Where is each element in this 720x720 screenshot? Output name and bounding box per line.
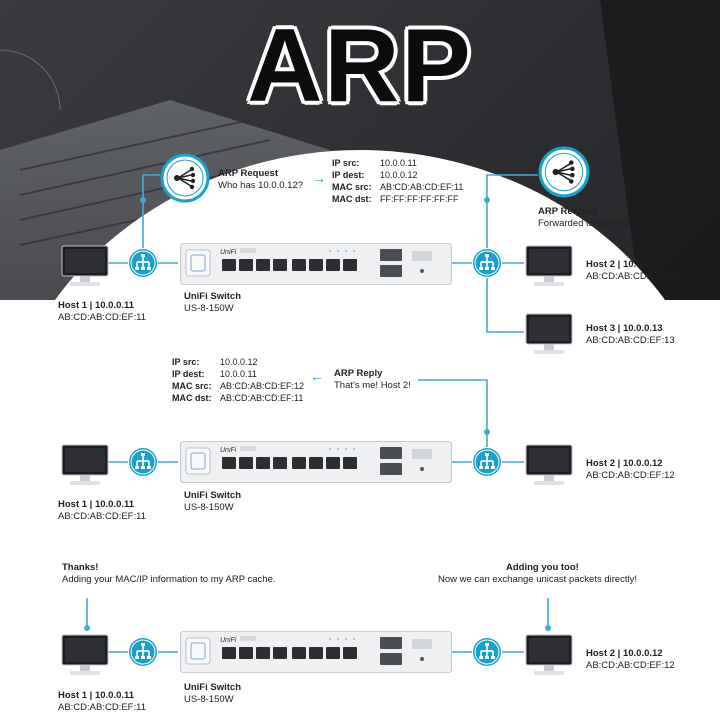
- net-icon: [128, 447, 158, 477]
- page-title: ARP: [247, 8, 473, 124]
- svg-text:UniFi: UniFi: [220, 447, 237, 454]
- net-icon: [472, 248, 502, 278]
- arp-request-sub: Who has 10.0.0.12?: [218, 180, 304, 191]
- host2-monitor-icon: [524, 244, 574, 290]
- host1-monitor-icon: [60, 633, 110, 679]
- net-icon: [472, 447, 502, 477]
- thanks-title: Thanks!: [62, 562, 99, 573]
- switch-name: UniFi Switch: [184, 682, 241, 693]
- arp-reply-title: ARP Reply: [334, 368, 383, 379]
- broadcast-icon: [538, 146, 590, 198]
- switch-model: US-8-150W: [184, 502, 234, 513]
- switch-icon: UniFi: [180, 243, 452, 285]
- forward-title: ARP Request: [538, 206, 599, 217]
- host1-name: Host 1 | 10.0.0.11: [58, 499, 135, 510]
- host2-mac: AB:CD:AB:CD:EF:12: [586, 470, 675, 481]
- host1-name: Host 1 | 10.0.0.11: [58, 300, 135, 311]
- arp-request-title: ARP Request: [218, 168, 279, 179]
- host1-mac: AB:CD:AB:CD:EF:11: [58, 511, 146, 522]
- arrow-left-icon: ←: [310, 368, 324, 384]
- host2-monitor-icon: [524, 443, 574, 489]
- host1-name: Host 1 | 10.0.0.11: [58, 690, 135, 701]
- arp-reply-sub: That's me! Host 2!: [334, 380, 411, 391]
- forward-sub: Forwarded to all hosts: [538, 218, 632, 229]
- net-icon: [472, 637, 502, 667]
- host2-mac: AB:CD:AB:CD:EF:12: [586, 271, 675, 282]
- host3-name: Host 3 | 10.0.0.13: [586, 323, 663, 334]
- arrow-right-icon: →: [312, 170, 326, 186]
- packet-fields: IP src:10.0.0.11 IP dest:10.0.0.12 MAC s…: [332, 158, 464, 204]
- switch-icon: UniFi: [180, 441, 452, 483]
- packet-fields: IP src:10.0.0.12 IP dest:10.0.0.11 MAC s…: [172, 357, 305, 403]
- net-icon: [128, 248, 158, 278]
- switch-model: US-8-150W: [184, 303, 234, 314]
- adding-title: Adding you too!: [506, 562, 579, 573]
- host1-monitor-icon: [60, 244, 110, 290]
- host2-name: Host 2 | 10.0.0.12: [586, 259, 663, 270]
- host1-mac: AB:CD:AB:CD:EF:11: [58, 702, 146, 713]
- svg-text:UniFi: UniFi: [220, 249, 237, 256]
- broadcast-icon: [160, 153, 210, 203]
- switch-icon: UniFi: [180, 631, 452, 673]
- host3-monitor-icon: [524, 312, 574, 358]
- host2-monitor-icon: [524, 633, 574, 679]
- switch-name: UniFi Switch: [184, 490, 241, 501]
- switch-name: UniFi Switch: [184, 291, 241, 302]
- host2-mac: AB:CD:AB:CD:EF:12: [586, 660, 675, 671]
- host2-name: Host 2 | 10.0.0.12: [586, 458, 663, 469]
- host2-name: Host 2 | 10.0.0.12: [586, 648, 663, 659]
- thanks-sub: Adding your MAC/IP information to my ARP…: [62, 574, 276, 585]
- net-icon: [128, 637, 158, 667]
- adding-sub: Now we can exchange unicast packets dire…: [438, 574, 638, 585]
- host1-mac: AB:CD:AB:CD:EF:11: [58, 312, 146, 323]
- host3-mac: AB:CD:AB:CD:EF:13: [586, 335, 675, 346]
- svg-text:UniFi: UniFi: [220, 637, 237, 644]
- switch-model: US-8-150W: [184, 694, 234, 705]
- host1-monitor-icon: [60, 443, 110, 489]
